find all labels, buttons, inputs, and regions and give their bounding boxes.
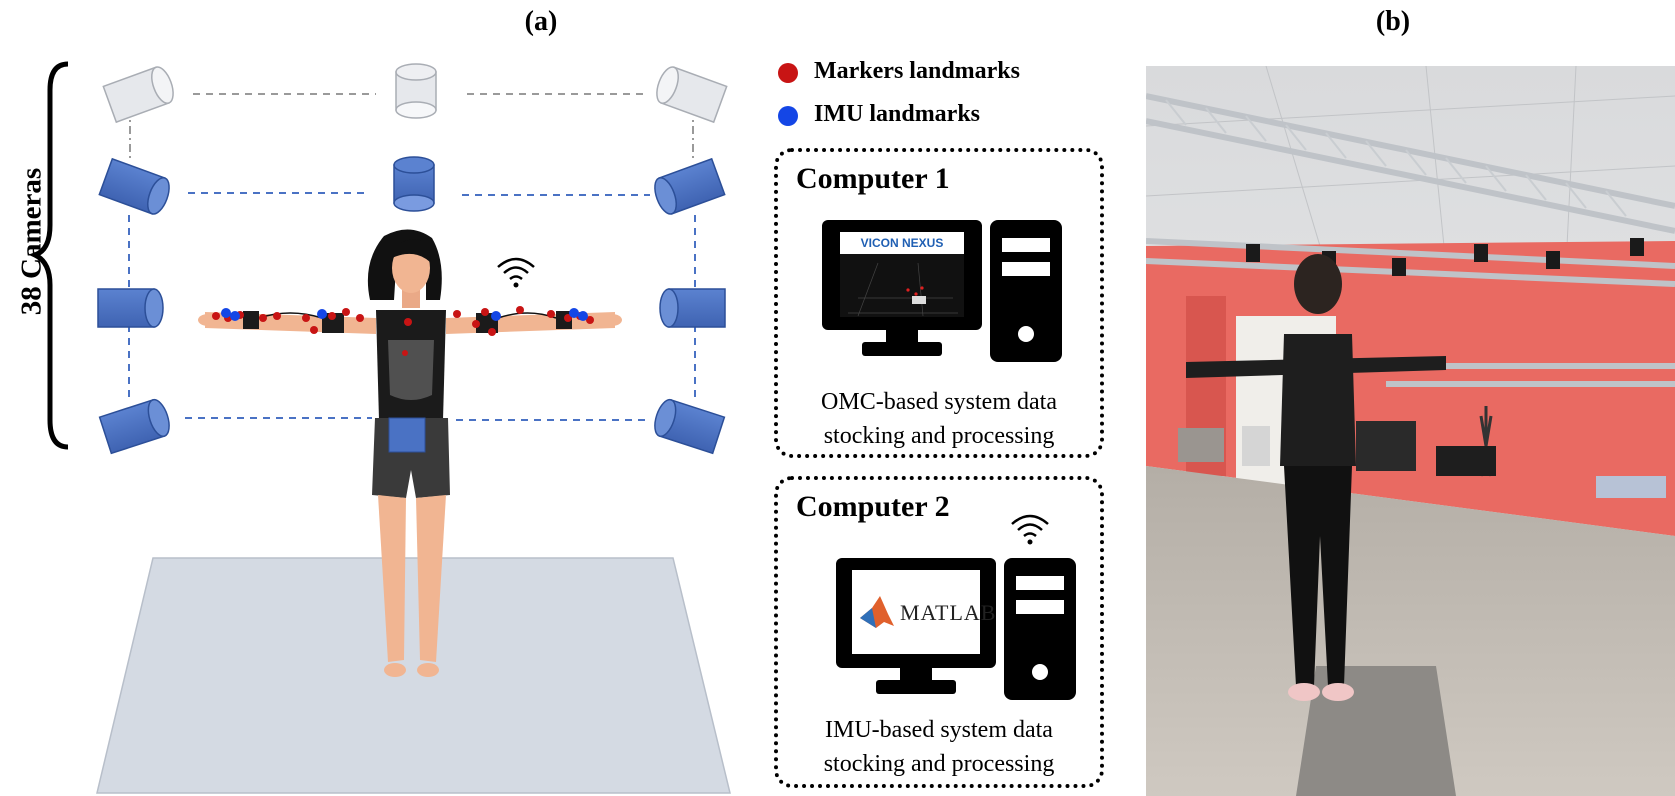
panel-b-label: (b) bbox=[1375, 6, 1411, 37]
camera-blue-upper-right bbox=[654, 157, 726, 215]
camera-connections-blue bbox=[128, 192, 696, 421]
computer-1-description-line-2: stocking and processing bbox=[823, 423, 1055, 449]
wifi-icon bbox=[497, 257, 535, 288]
capture-floor bbox=[96, 557, 731, 794]
markers-legend-dot bbox=[778, 63, 798, 83]
camera-blue-upper-center bbox=[393, 156, 435, 212]
camera-gray-top-left bbox=[102, 66, 174, 124]
imu-legend-label: IMU landmarks bbox=[814, 101, 981, 127]
lab-photo bbox=[1146, 66, 1675, 796]
camera-blue-middle-right bbox=[659, 288, 726, 328]
matlab-screen-label: MATLAB bbox=[900, 600, 997, 625]
computer-1-title: Computer 1 bbox=[796, 162, 950, 195]
camera-blue-upper-left bbox=[98, 157, 170, 215]
motion-capture-scene bbox=[28, 61, 731, 794]
computer-2-description-line-2: stocking and processing bbox=[823, 751, 1055, 777]
computer-2-wifi-icon bbox=[1011, 514, 1049, 545]
camera-connections-gray bbox=[129, 93, 694, 160]
camera-blue-lower-left bbox=[98, 398, 170, 455]
camera-gray-top-right bbox=[656, 66, 728, 124]
imu-legend-dot bbox=[778, 106, 798, 126]
computer-2-description-line-1: IMU-based system data bbox=[825, 717, 1053, 743]
computer-1-description-line-1: OMC-based system data bbox=[821, 389, 1057, 415]
imu-landmarks bbox=[221, 308, 588, 321]
computer-2-box: Computer 2 MATLAB IMU-based system data … bbox=[774, 476, 1104, 788]
camera-gray-top-center bbox=[395, 63, 437, 119]
cameras-brace bbox=[28, 61, 69, 450]
vicon-nexus-screen-label: VICON NEXUS bbox=[860, 236, 944, 250]
computer-2-title: Computer 2 bbox=[796, 490, 950, 523]
computer-1-illustration bbox=[822, 220, 1062, 362]
markers-legend-label: Markers landmarks bbox=[814, 58, 1020, 84]
computer-2-illustration bbox=[836, 558, 1076, 700]
camera-blue-lower-right bbox=[654, 398, 726, 455]
panel-a-label: (a) bbox=[524, 6, 558, 37]
computer-1-box: Computer 1 VICON NEXUS OMC-based system … bbox=[774, 148, 1104, 458]
camera-blue-middle-left bbox=[97, 288, 164, 328]
